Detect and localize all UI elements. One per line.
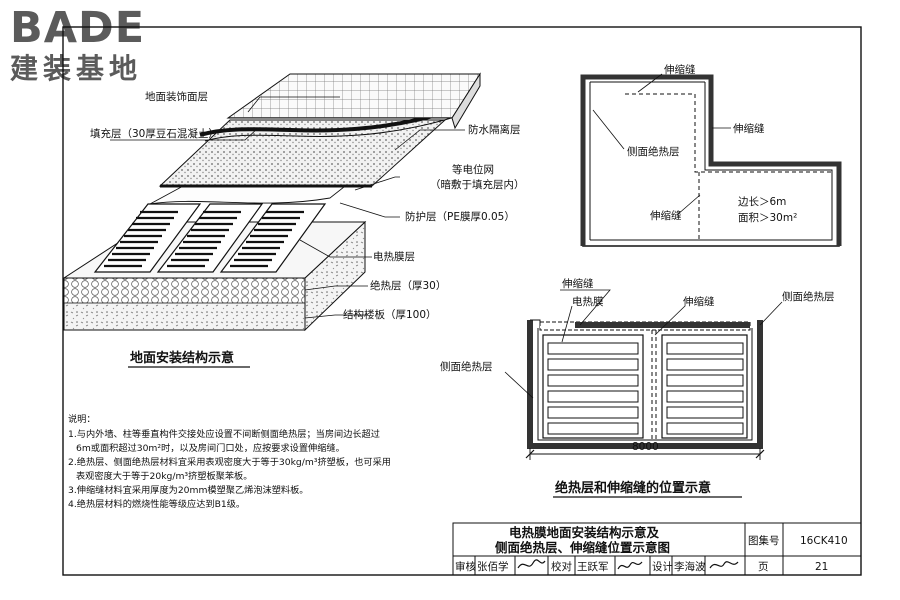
insulation-front-face xyxy=(63,277,306,304)
logo-subtitle: 建装基地 xyxy=(10,52,142,85)
label-insulation-layer: 绝热层（厚30） xyxy=(370,279,446,292)
label-waterproof-layer: 防水隔离层 xyxy=(468,123,521,136)
floor-structure-diagram xyxy=(62,72,481,332)
designer-signature xyxy=(709,561,739,569)
section-label-film: 电热膜 xyxy=(572,295,604,308)
section-label-side-insulation-right: 侧面绝热层 xyxy=(782,290,835,303)
floor-diagram-caption: 地面安装结构示意 xyxy=(130,350,234,366)
plan-rule-area: 面积＞30m² xyxy=(738,212,797,224)
section-leaders xyxy=(504,289,783,399)
review-label: 审核 xyxy=(455,560,476,573)
checker-signature xyxy=(617,561,643,570)
joint-section-diagram xyxy=(527,319,763,449)
check-label: 校对 xyxy=(551,560,572,573)
plan-label-joint-left: 伸缩缝 xyxy=(650,209,682,222)
label-finish-layer: 地面装饰面层 xyxy=(145,90,208,103)
reviewer-signature xyxy=(517,559,546,569)
note-line: 2.绝热层、侧面绝热层材料宜采用表观密度大于等于30kg/m³挤塑板，也可采用 xyxy=(68,456,391,468)
plan-leaders xyxy=(592,73,731,216)
label-film-layer: 电热膜层 xyxy=(373,250,415,263)
section-label-joint-b: 伸缩缝 xyxy=(683,295,715,308)
checker-name: 王跃军 xyxy=(577,561,609,573)
notes-heading: 说明： xyxy=(68,413,96,425)
plan-label-joint-right: 伸缩缝 xyxy=(733,122,765,135)
title-line-1: 电热膜地面安装结构示意及 xyxy=(509,525,660,540)
note-line: 4.绝热层材料的燃烧性能等级应达到B1级。 xyxy=(68,498,245,510)
note-line: 6m或面积超过30m²时，以及房间门口处，应按要求设置伸缩缝。 xyxy=(76,442,345,454)
label-slab: 结构楼板（厚100） xyxy=(343,308,437,321)
floor-leaders xyxy=(110,96,465,319)
waterproof-layer xyxy=(199,108,456,137)
joint-plan-diagram xyxy=(580,74,842,247)
bade-logo: BADE 建装基地 xyxy=(10,3,145,85)
page-number: 21 xyxy=(815,561,828,573)
reviewer-name: 张佰学 xyxy=(477,560,509,573)
note-line: 3.伸缩缝材料宜采用厚度为20mm模塑聚乙烯泡沫塑料板。 xyxy=(68,484,308,496)
plan-label-joint-top: 伸缩缝 xyxy=(664,63,696,76)
design-label: 设计 xyxy=(652,560,673,573)
dimension-value: 8000 xyxy=(632,441,659,453)
label-fill-layer: 填充层（30厚豆石混凝土） xyxy=(90,127,219,140)
label-protective-layer: 防护层（PE膜厚0.05） xyxy=(405,210,515,223)
heating-film-panels xyxy=(93,203,327,273)
section-diagram-caption: 绝热层和伸缩缝的位置示意 xyxy=(555,480,711,496)
dimension-line xyxy=(525,448,765,460)
section-label-side-insulation-left: 侧面绝热层 xyxy=(440,360,493,373)
title-block xyxy=(452,522,862,576)
note-line: 表观密度大于等于20kg/m³挤塑板聚苯板。 xyxy=(76,470,252,482)
logo-brand: BADE xyxy=(10,3,145,53)
section-label-joint-a: 伸缩缝 xyxy=(562,277,594,290)
finish-tiles xyxy=(226,73,481,119)
label-equipotential: 等电位网 xyxy=(452,163,494,176)
notes-block: 说明： 1.与内外墙、柱等垂直构件交接处应设置不间断侧面绝热层；当房间边长超过 … xyxy=(68,413,391,510)
plan-label-side-insulation: 侧面绝热层 xyxy=(627,145,680,158)
atlas-number: 16CK410 xyxy=(800,535,848,547)
designer-name: 李海波 xyxy=(674,560,706,573)
note-line: 1.与内外墙、柱等垂直构件交接处应设置不间断侧面绝热层；当房间边长超过 xyxy=(68,428,380,440)
label-equipotential-note: （暗敷于填充层内） xyxy=(430,178,525,191)
atlas-label: 图集号 xyxy=(748,534,780,547)
page-label: 页 xyxy=(758,561,769,573)
title-line-2: 侧面绝热层、伸缩缝位置示意图 xyxy=(495,540,670,555)
plan-rule-length: 边长＞6m xyxy=(738,196,786,208)
